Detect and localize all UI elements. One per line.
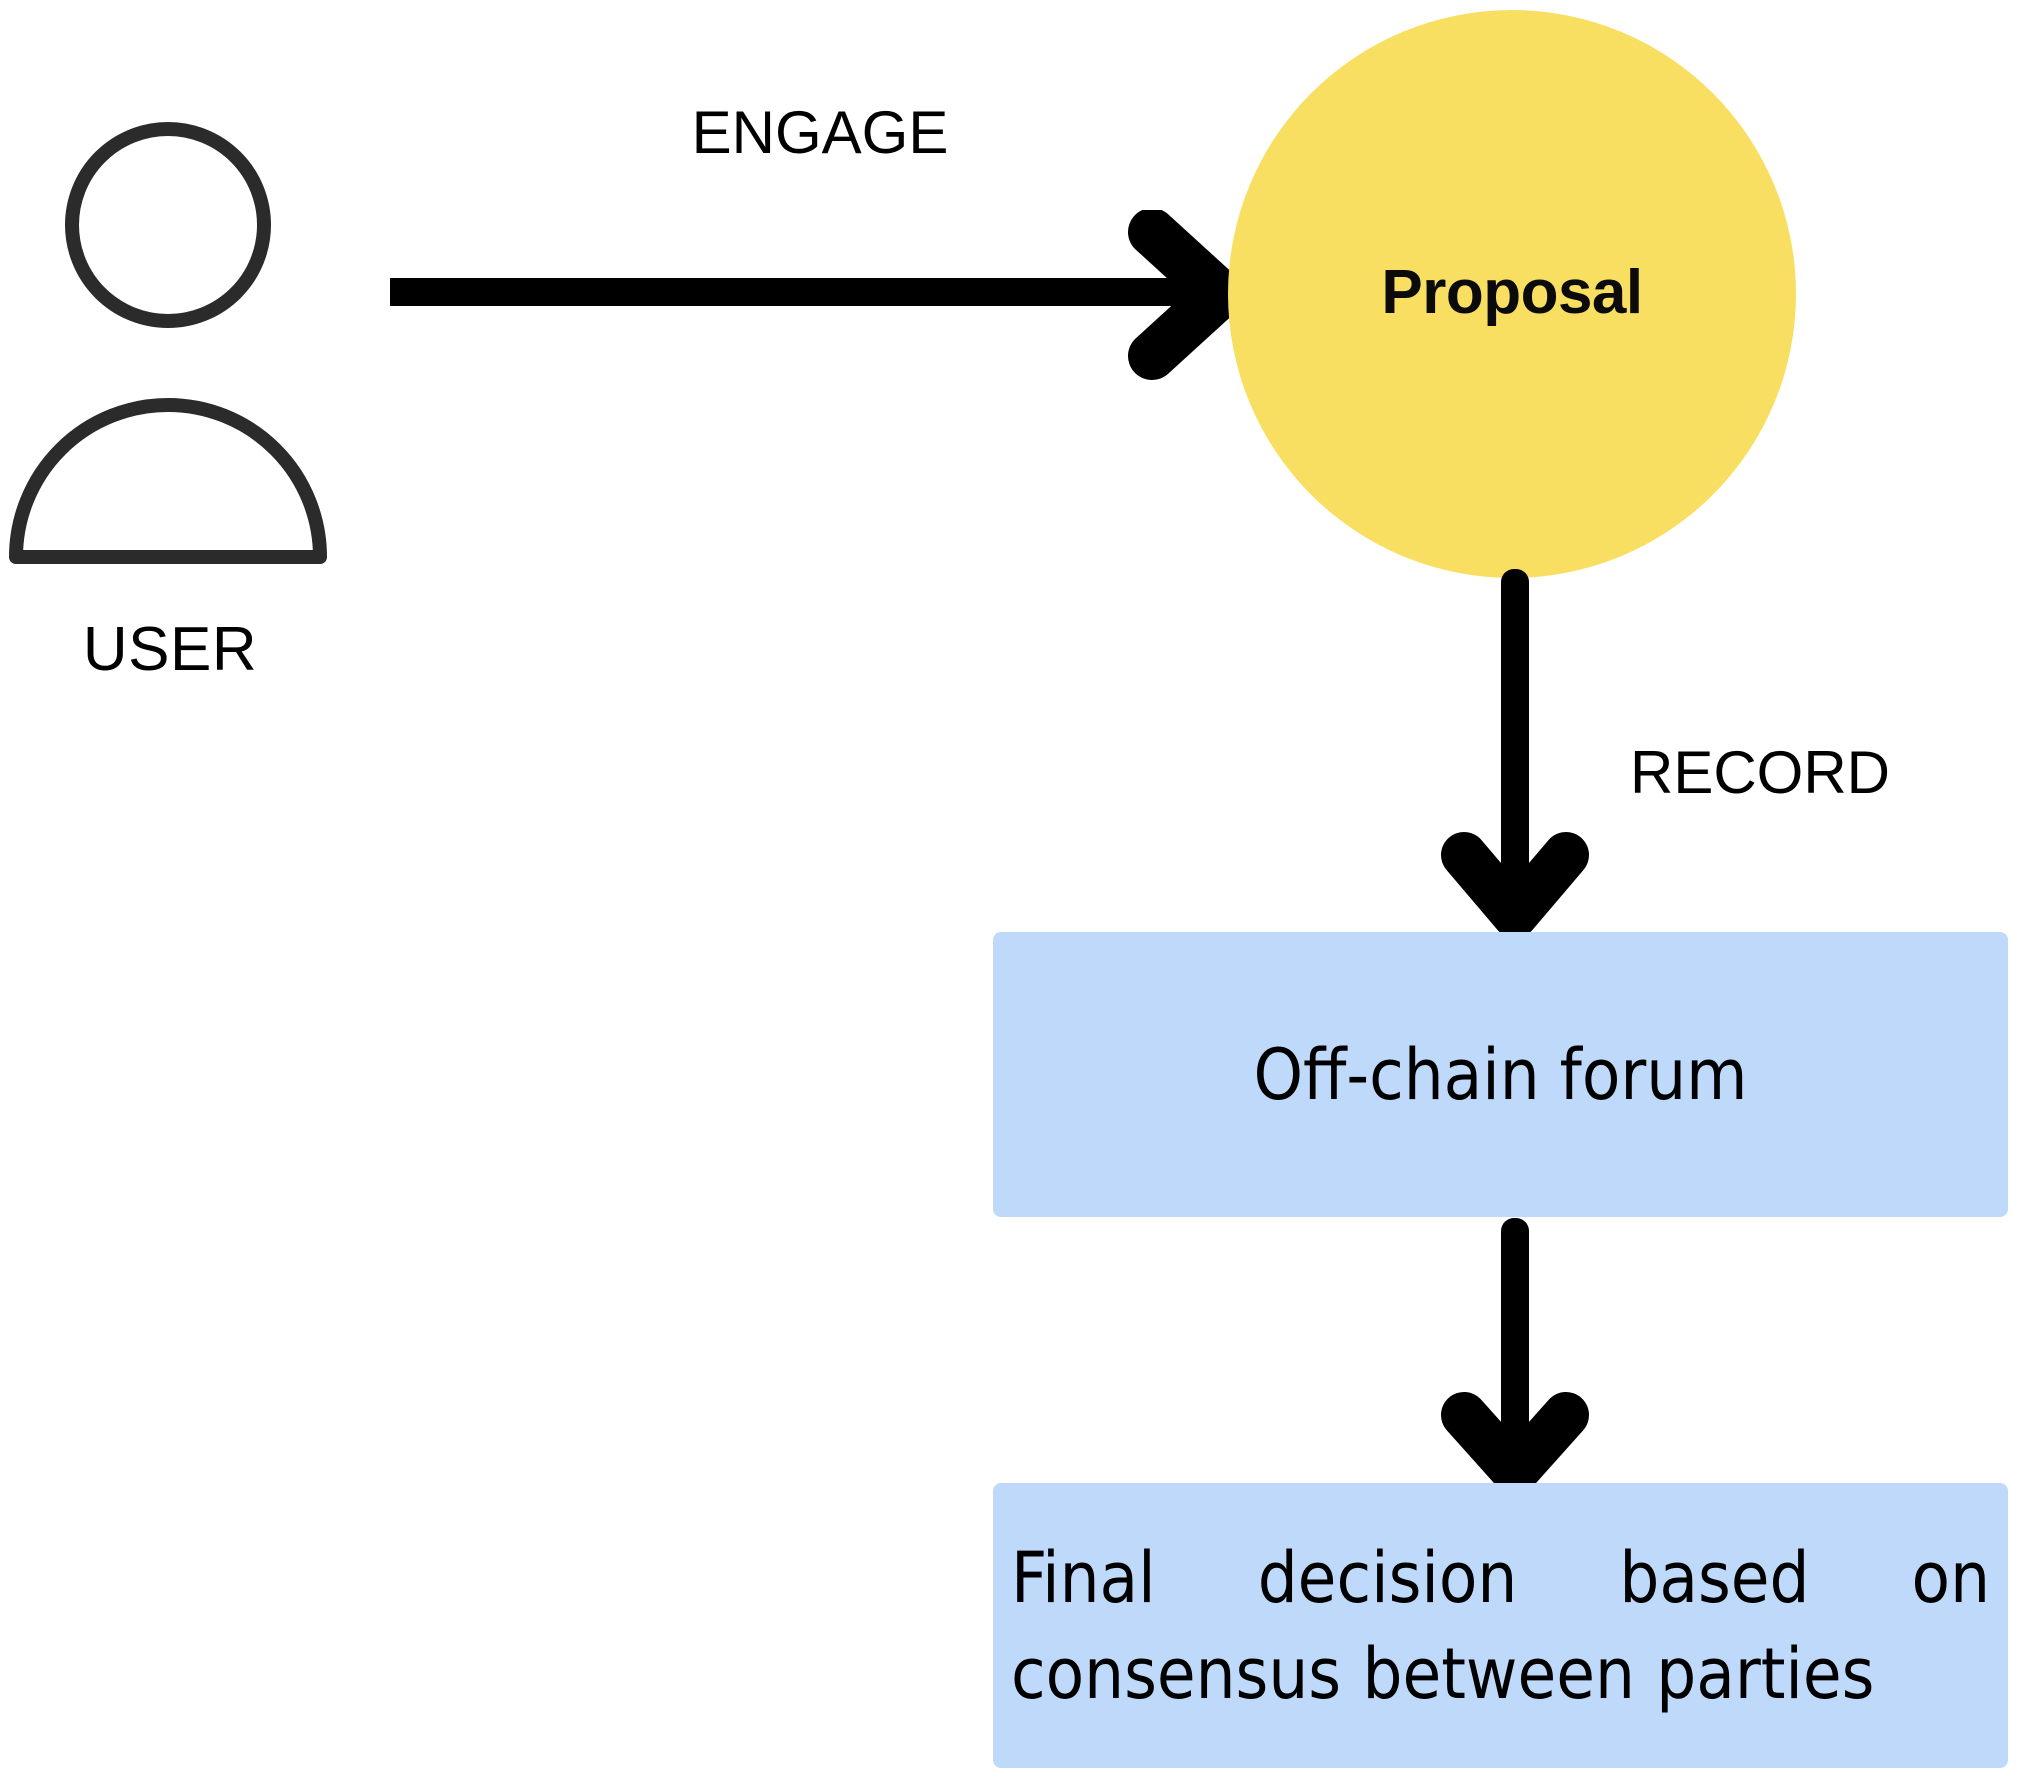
user-node-label: USER: [82, 615, 258, 684]
engage-arrow-icon: [390, 208, 1250, 390]
node-final-decision[interactable]: Final decision based on consensus betwee…: [993, 1483, 2008, 1768]
node-proposal[interactable]: Proposal: [1228, 10, 1796, 578]
offchain-forum-label: Off-chain forum: [1253, 1033, 1748, 1116]
record-arrow-icon: [1420, 555, 1610, 945]
consensus-arrow-icon: [1420, 1210, 1610, 1495]
user-person-icon: [0, 120, 340, 570]
final-decision-label: Final decision based on consensus betwee…: [1011, 1536, 1990, 1715]
proposal-node-label: Proposal: [1381, 257, 1643, 327]
edge-label-engage: ENGAGE: [691, 99, 949, 166]
node-offchain-forum[interactable]: Off-chain forum: [993, 932, 2008, 1217]
edge-label-record: RECORD: [1630, 739, 1891, 806]
